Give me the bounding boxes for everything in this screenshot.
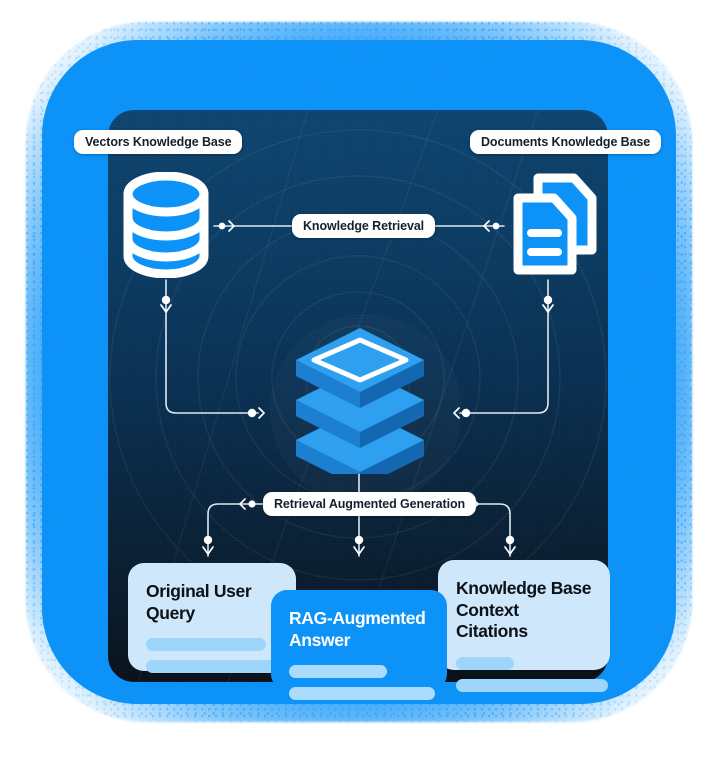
skeleton-bar bbox=[146, 660, 298, 674]
skeleton-bar bbox=[289, 665, 387, 679]
label-knowledge-retrieval[interactable]: Knowledge Retrieval bbox=[292, 214, 436, 238]
documents-stack-icon bbox=[513, 173, 597, 275]
skeleton-bar bbox=[289, 687, 435, 701]
label-vectors-knowledge-base[interactable]: Vectors Knowledge Base bbox=[74, 130, 243, 154]
database-cylinder-icon bbox=[123, 172, 209, 278]
card-knowledge-base-context-citations[interactable]: Knowledge Base Context Citations bbox=[438, 560, 610, 692]
card-original-user-query[interactable]: Original User Query bbox=[128, 563, 298, 674]
skeleton-bar bbox=[456, 656, 514, 670]
layered-cube-icon bbox=[296, 328, 424, 474]
label-documents-knowledge-base[interactable]: Documents Knowledge Base bbox=[470, 130, 662, 154]
label-retrieval-augmented-generation[interactable]: Retrieval Augmented Generation bbox=[263, 492, 477, 516]
card-title: Knowledge Base Context Citations bbox=[456, 578, 592, 642]
card-title: RAG-Augmented Answer bbox=[289, 608, 426, 650]
skeleton-bar bbox=[146, 638, 266, 652]
card-rag-augmented-answer[interactable]: RAG-Augmented Answer bbox=[271, 590, 447, 701]
skeleton-bar bbox=[456, 678, 608, 692]
card-title: Original User Query bbox=[146, 581, 252, 623]
